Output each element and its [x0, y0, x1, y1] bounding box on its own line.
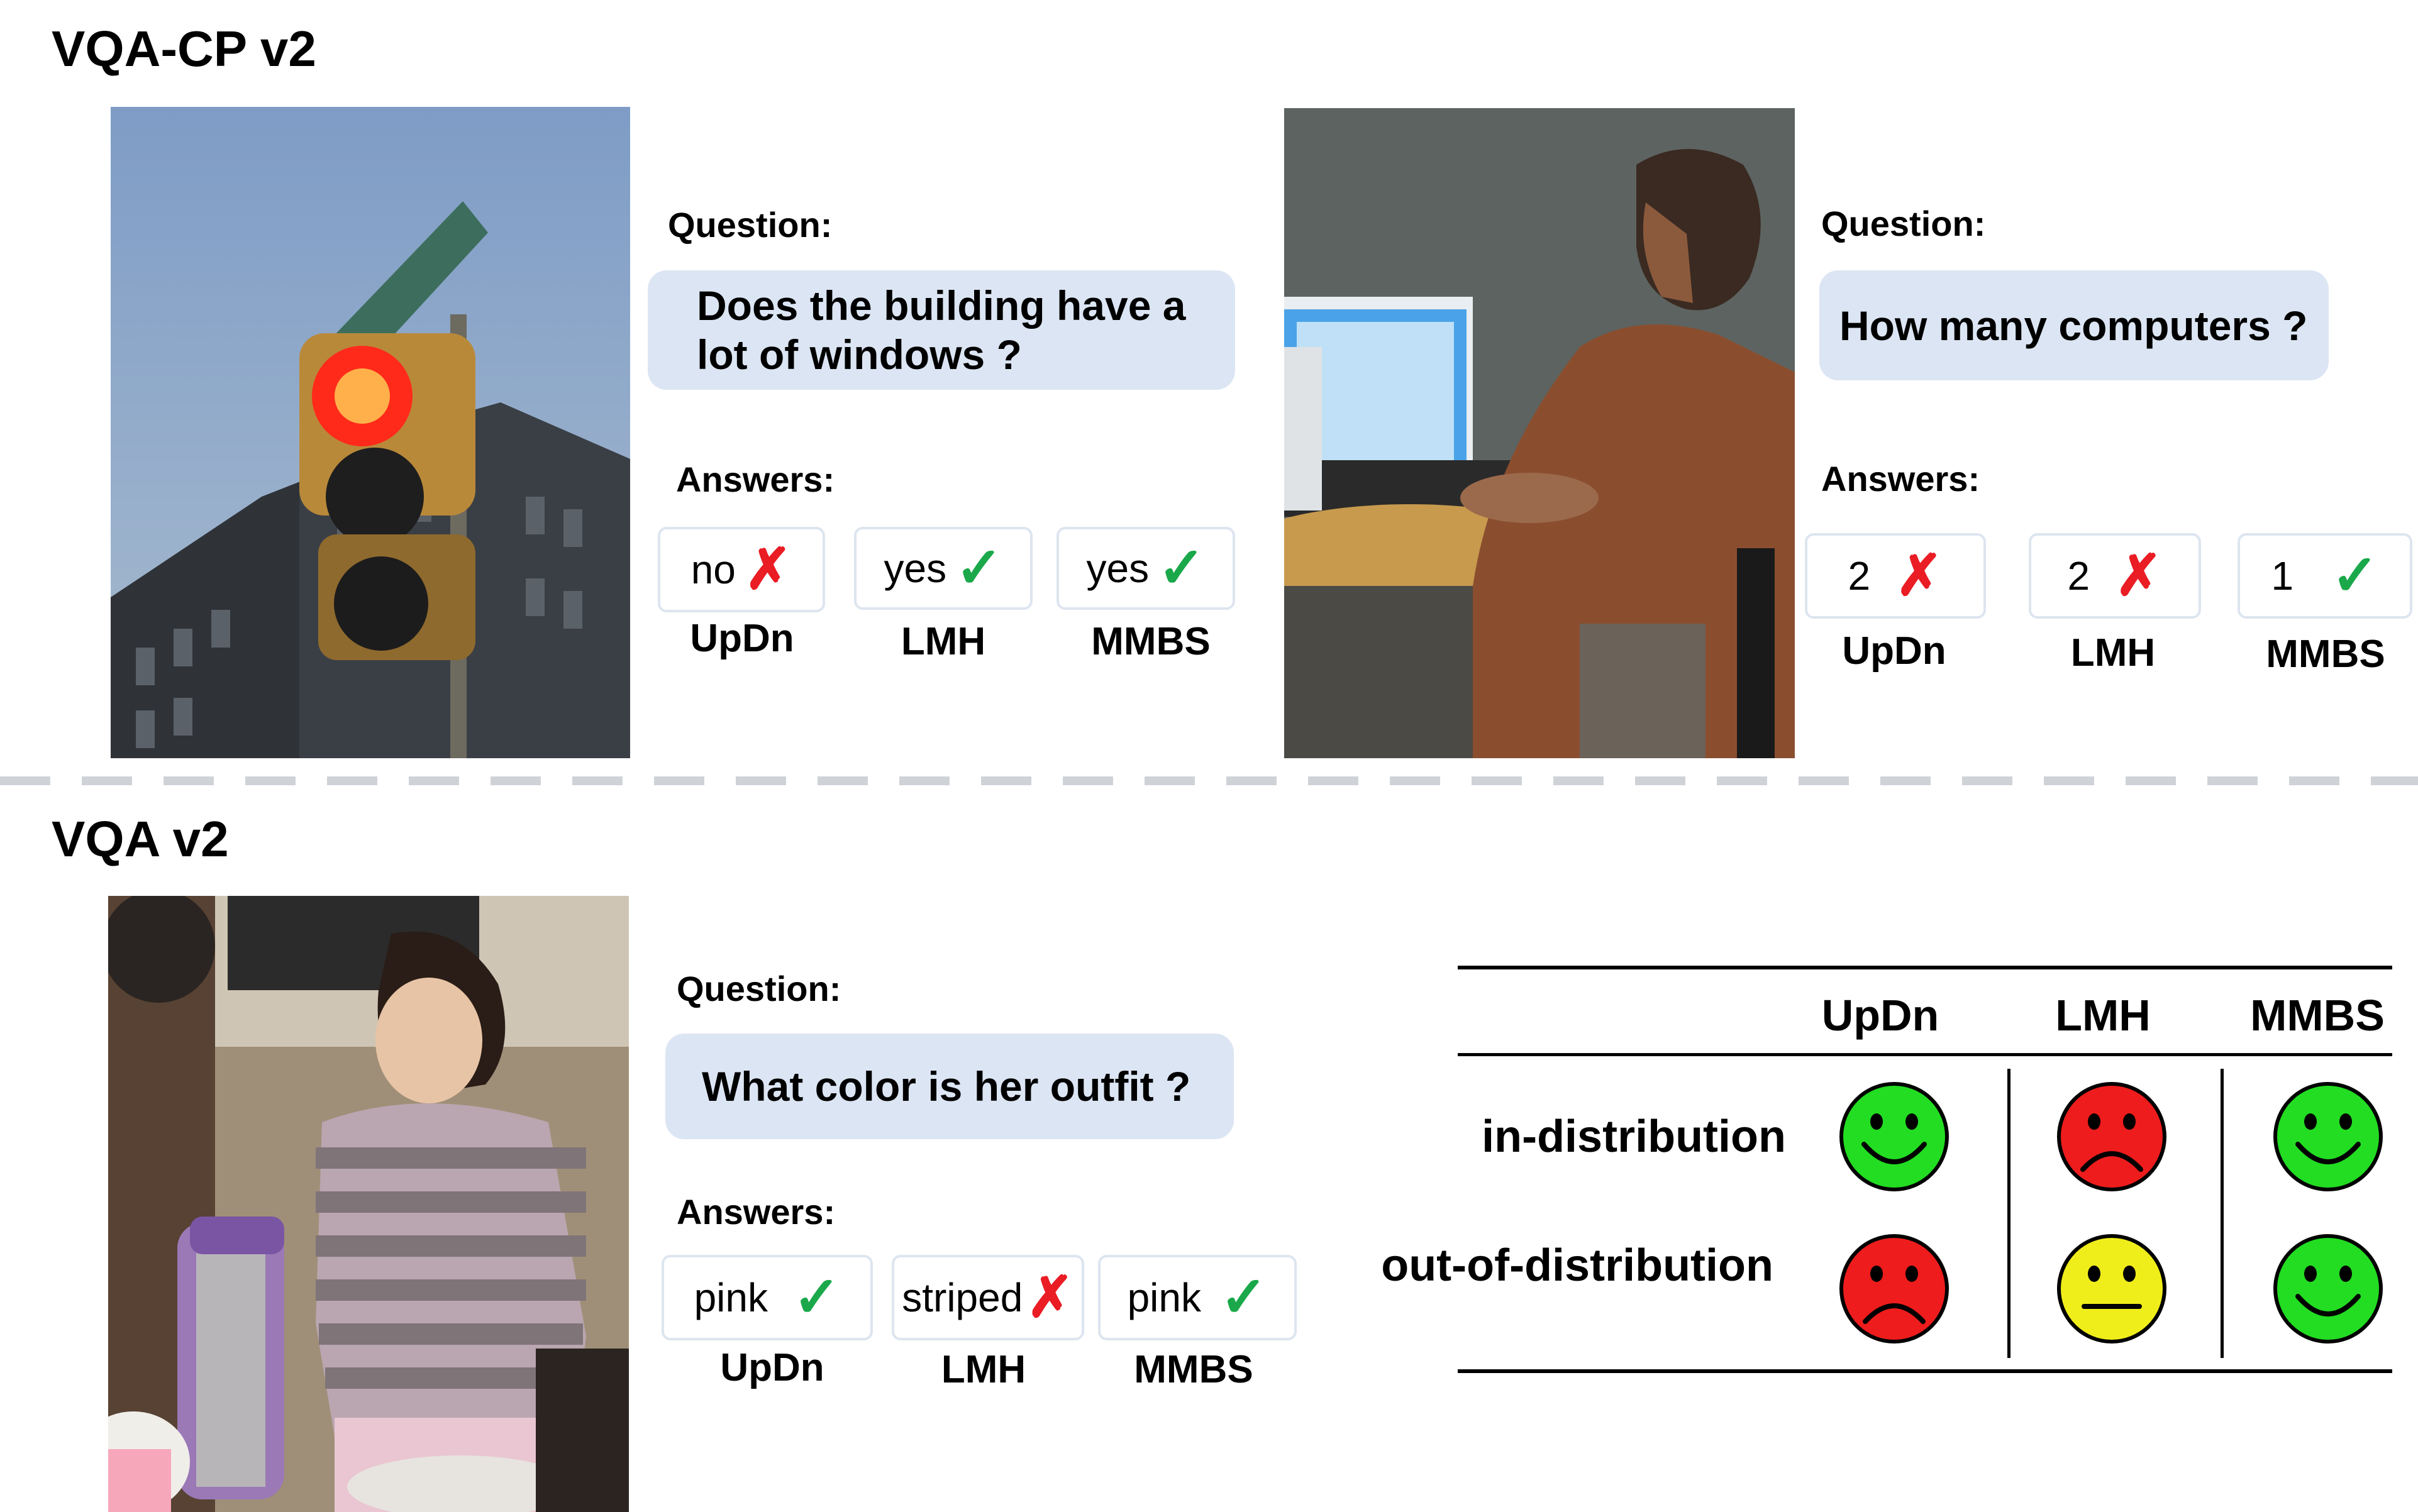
check-icon: ✓ [1158, 537, 1206, 600]
answer-box-lmh-1: yes ✓ [854, 527, 1033, 610]
answer-box-updn-1: no ✗ [658, 527, 825, 612]
answers-label-3: Answers: [677, 1192, 836, 1232]
question-label-1: Question: [668, 205, 833, 245]
question-label-3: Question: [677, 969, 841, 1008]
model-label-mmbs-1: MMBS [1091, 620, 1211, 663]
cross-icon: ✗ [2115, 544, 2163, 607]
answer-box-mmbs-3: pink ✓ [1098, 1255, 1297, 1340]
check-icon: ✓ [1219, 1266, 1268, 1329]
answer-text: yes [884, 546, 947, 591]
model-label-updn-1: UpDn [690, 617, 794, 660]
check-icon: ✓ [792, 1266, 841, 1329]
question-text-2: How many computers ? [1839, 302, 2308, 349]
table-bottom-rule [1458, 1369, 2392, 1373]
table-top-rule [1458, 966, 2392, 969]
section-title-vqa-cp: VQA-CP v2 [52, 21, 316, 77]
answers-label-2: Answers: [1821, 459, 1980, 499]
question-text-3: What color is her outfit ? [702, 1063, 1191, 1110]
answer-text: striped [902, 1275, 1023, 1320]
table-column-divider-2 [2221, 1069, 2224, 1358]
model-label-lmh-3: LMH [941, 1348, 1026, 1391]
happy-face-icon [1839, 1082, 1949, 1191]
question-label-2: Question: [1821, 204, 1986, 243]
check-icon: ✓ [955, 537, 1003, 600]
answer-box-lmh-3: striped ✗ [892, 1255, 1084, 1340]
happy-face-icon [2273, 1234, 2383, 1344]
cross-icon: ✗ [744, 538, 792, 601]
row-label-out-of-distribution: out-of-distribution [1381, 1240, 1773, 1291]
model-label-mmbs-3: MMBS [1134, 1348, 1253, 1391]
photo-girl [108, 896, 629, 1512]
row-label-in-distribution: in-distribution [1482, 1112, 1786, 1162]
answer-box-lmh-2: 2 ✗ [2029, 533, 2201, 619]
question-box-3: What color is her outfit ? [665, 1034, 1234, 1139]
section-title-vqa: VQA v2 [52, 811, 229, 867]
answers-label-1: Answers: [676, 460, 835, 499]
answer-text: pink [1127, 1275, 1201, 1320]
question-box-1: Does the building have a lot of windows … [648, 270, 1235, 390]
answer-text: yes [1086, 546, 1150, 591]
answer-box-mmbs-1: yes ✓ [1056, 527, 1235, 610]
answer-box-updn-3: pink ✓ [662, 1255, 873, 1340]
cross-icon: ✗ [1026, 1266, 1074, 1329]
table-header-updn: UpDn [1821, 991, 1939, 1040]
photo-traffic-light [111, 107, 630, 758]
model-label-updn-3: UpDn [720, 1346, 824, 1389]
sad-face-icon [1839, 1234, 1949, 1344]
cross-icon: ✗ [1895, 544, 1943, 607]
happy-face-icon [2273, 1082, 2383, 1191]
question-text-1: Does the building have a lot of windows … [697, 282, 1186, 378]
question-box-2: How many computers ? [1819, 270, 2329, 380]
model-label-lmh-1: LMH [901, 620, 986, 663]
answer-box-mmbs-2: 1 ✓ [2238, 533, 2412, 619]
sad-face-icon [2057, 1082, 2166, 1191]
model-label-mmbs-2: MMBS [2266, 632, 2385, 676]
table-column-divider-1 [2007, 1069, 2010, 1358]
table-header-rule [1458, 1053, 2392, 1056]
answer-box-updn-2: 2 ✗ [1805, 533, 1986, 619]
answer-text: pink [694, 1275, 768, 1320]
answer-text: 2 [2067, 553, 2090, 599]
answer-text: 2 [1848, 553, 1871, 599]
model-label-updn-2: UpDn [1842, 629, 1946, 673]
table-header-lmh: LMH [2055, 991, 2151, 1040]
answer-text: no [690, 547, 736, 592]
section-divider [0, 776, 2418, 785]
table-header-mmbs: MMBS [2250, 991, 2385, 1040]
answer-text: 1 [2271, 553, 2294, 599]
model-label-lmh-2: LMH [2070, 631, 2156, 675]
check-icon: ✓ [2331, 544, 2379, 607]
photo-man-laptop [1284, 108, 1795, 758]
neutral-face-icon [2057, 1234, 2166, 1344]
